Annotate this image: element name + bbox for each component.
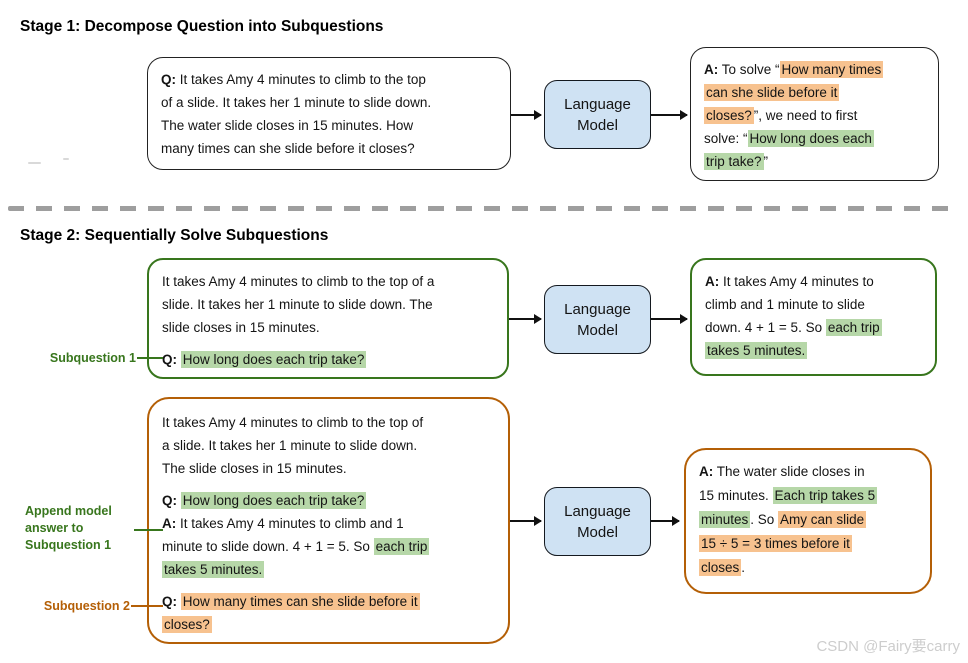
- subquestion1-answer-box: A: It takes Amy 4 minutes to climb and 1…: [690, 258, 937, 376]
- subquestion1-input-box: It takes Amy 4 minutes to climb to the t…: [147, 258, 509, 379]
- label-connector-line: [134, 529, 163, 531]
- flow-arrow-icon: [511, 109, 542, 120]
- flow-arrow-icon: [510, 515, 542, 526]
- subquestion2-label: Subquestion 2: [43, 599, 130, 613]
- watermark: CSDN @Fairy要carry: [816, 638, 960, 655]
- flow-arrow-icon: [651, 515, 680, 526]
- flow-arrow-icon: [651, 109, 688, 120]
- label-connector-line: [137, 357, 163, 359]
- subquestion2-answer-box: A: The water slide closes in 15 minutes.…: [684, 448, 932, 594]
- append-answer-label: Append model answer to Subquestion 1: [25, 504, 112, 552]
- stage1-question-box: Q: It takes Amy 4 minutes to climb to th…: [147, 57, 511, 170]
- stage1-language-model-box: Language Model: [544, 80, 651, 149]
- stray-mark: [63, 158, 69, 160]
- flow-arrow-icon: [509, 313, 542, 324]
- row1-language-model-box: Language Model: [544, 285, 651, 354]
- stage1-title: Stage 1: Decompose Question into Subques…: [20, 18, 384, 35]
- subquestion1-label: Subquestion 1: [49, 351, 136, 365]
- stray-mark: [28, 162, 41, 164]
- subquestion2-input-box: It takes Amy 4 minutes to climb to the t…: [147, 397, 510, 644]
- row2-language-model-box: Language Model: [544, 487, 651, 556]
- label-connector-line: [131, 605, 163, 607]
- stage-divider: [8, 206, 958, 211]
- stage1-answer-box: A: To solve “How many times can she slid…: [690, 47, 939, 181]
- flow-arrow-icon: [651, 313, 688, 324]
- stage2-title: Stage 2: Sequentially Solve Subquestions: [20, 227, 329, 244]
